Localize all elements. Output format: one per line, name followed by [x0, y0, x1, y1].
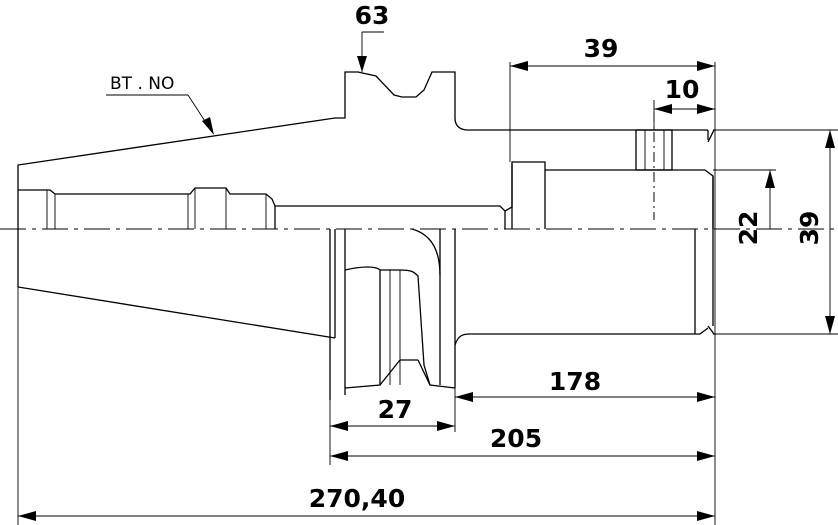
collet-body — [504, 129, 715, 335]
flange-top — [335, 71, 708, 131]
dim-small-offset-label: 10 — [665, 75, 700, 104]
extension-lines — [17, 31, 838, 525]
dim-groove-width-label: 63 — [355, 1, 390, 30]
flange-section — [329, 228, 709, 400]
dim-overall-length-label: 270,40 — [309, 484, 405, 513]
dim-flange-width-label: 27 — [378, 395, 413, 424]
taper-shank — [17, 117, 336, 339]
part-label: BT . NO — [110, 74, 174, 94]
dim-nut-length-label: 39 — [584, 34, 619, 63]
pull-stud — [18, 187, 506, 229]
dim-outer-diameter-label: 39 — [795, 211, 824, 246]
dim-body-length-label: 178 — [549, 367, 601, 396]
dim-inner-diameter-label: 22 — [734, 211, 763, 246]
dimension-lines — [18, 56, 835, 521]
dim-gauge-length-label: 205 — [490, 424, 542, 453]
